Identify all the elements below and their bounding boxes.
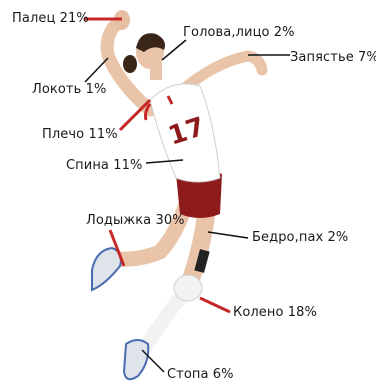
back-label: Спина 11% xyxy=(66,158,143,173)
foot-leader xyxy=(141,349,165,373)
ankle-leader xyxy=(108,229,126,267)
leader-lines xyxy=(84,17,290,373)
shoulder-leader xyxy=(118,98,152,132)
knee-label: Колено 18% xyxy=(233,305,317,320)
hip-groin-label: Бедро,пах 2% xyxy=(252,230,349,245)
ankle-label: Лодыжка 30% xyxy=(86,213,185,228)
wrist-label: Запястье 7% xyxy=(290,50,376,65)
shoulder-label: Плечо 11% xyxy=(42,127,118,142)
elbow-leader xyxy=(84,57,109,83)
head-face-label: Голова,лицо 2% xyxy=(183,25,295,40)
player-figure: 17 xyxy=(91,10,268,381)
hip-leader xyxy=(207,231,249,239)
knee-leader xyxy=(199,296,231,314)
elbow-label: Локоть 1% xyxy=(32,82,107,97)
finger-label: Палец 21% xyxy=(12,11,89,26)
back-leader xyxy=(145,159,184,164)
head-leader xyxy=(161,39,187,61)
foot-label: Стопа 6% xyxy=(167,367,234,382)
